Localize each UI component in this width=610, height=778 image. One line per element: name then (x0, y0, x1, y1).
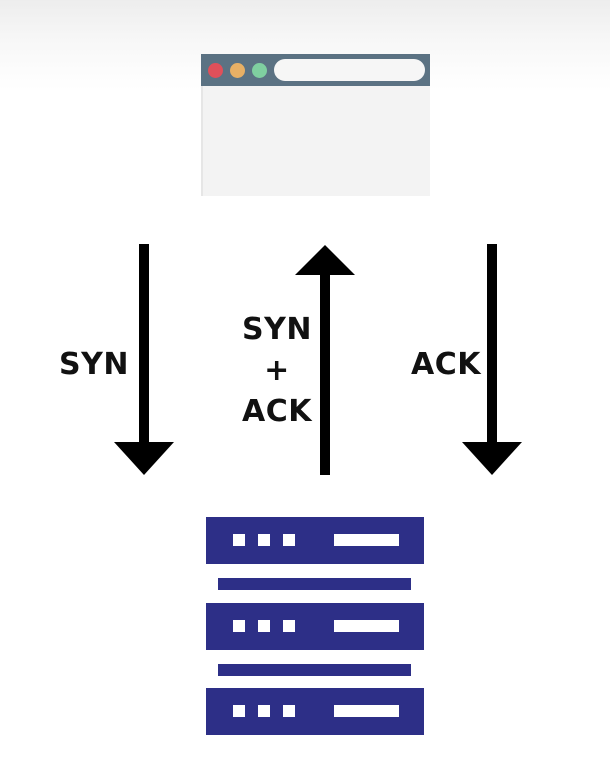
synack-label-line-1: SYN (242, 312, 312, 347)
server-drive-slot (334, 705, 399, 717)
server-light (283, 705, 295, 717)
syn-arrow-down-icon (114, 244, 174, 476)
synack-label-line-3: ACK (242, 394, 312, 429)
maximize-dot-icon (252, 63, 267, 78)
server-light (233, 534, 245, 546)
server-rail (218, 664, 411, 676)
ack-label: ACK (411, 347, 481, 382)
server-unit (206, 603, 424, 650)
synack-label-line-2: + (264, 353, 290, 388)
server-drive-slot (334, 620, 399, 632)
server-light (283, 534, 295, 546)
server-rail (218, 578, 411, 590)
synack-arrow-up-icon (295, 245, 355, 475)
arrow-head (114, 442, 174, 475)
browser-window-icon (201, 54, 430, 196)
minimize-dot-icon (230, 63, 245, 78)
ack-arrow-down-icon (462, 244, 522, 476)
arrow-shaft (139, 244, 149, 444)
server-light (233, 705, 245, 717)
browser-titlebar (201, 54, 430, 86)
server-drive-slot (334, 534, 399, 546)
synack-label: SYN + ACK (232, 309, 322, 432)
close-dot-icon (208, 63, 223, 78)
server-light (258, 534, 270, 546)
server-light (283, 620, 295, 632)
arrow-shaft (320, 273, 330, 475)
arrow-head (295, 245, 355, 275)
server-unit (206, 688, 424, 735)
syn-label: SYN (59, 347, 129, 382)
server-light (233, 620, 245, 632)
browser-content-pane (201, 86, 430, 196)
server-light (258, 620, 270, 632)
arrow-head (462, 442, 522, 475)
server-unit (206, 517, 424, 564)
server-rack-icon (206, 517, 424, 735)
server-light (258, 705, 270, 717)
address-bar (274, 59, 425, 81)
arrow-shaft (487, 244, 497, 444)
